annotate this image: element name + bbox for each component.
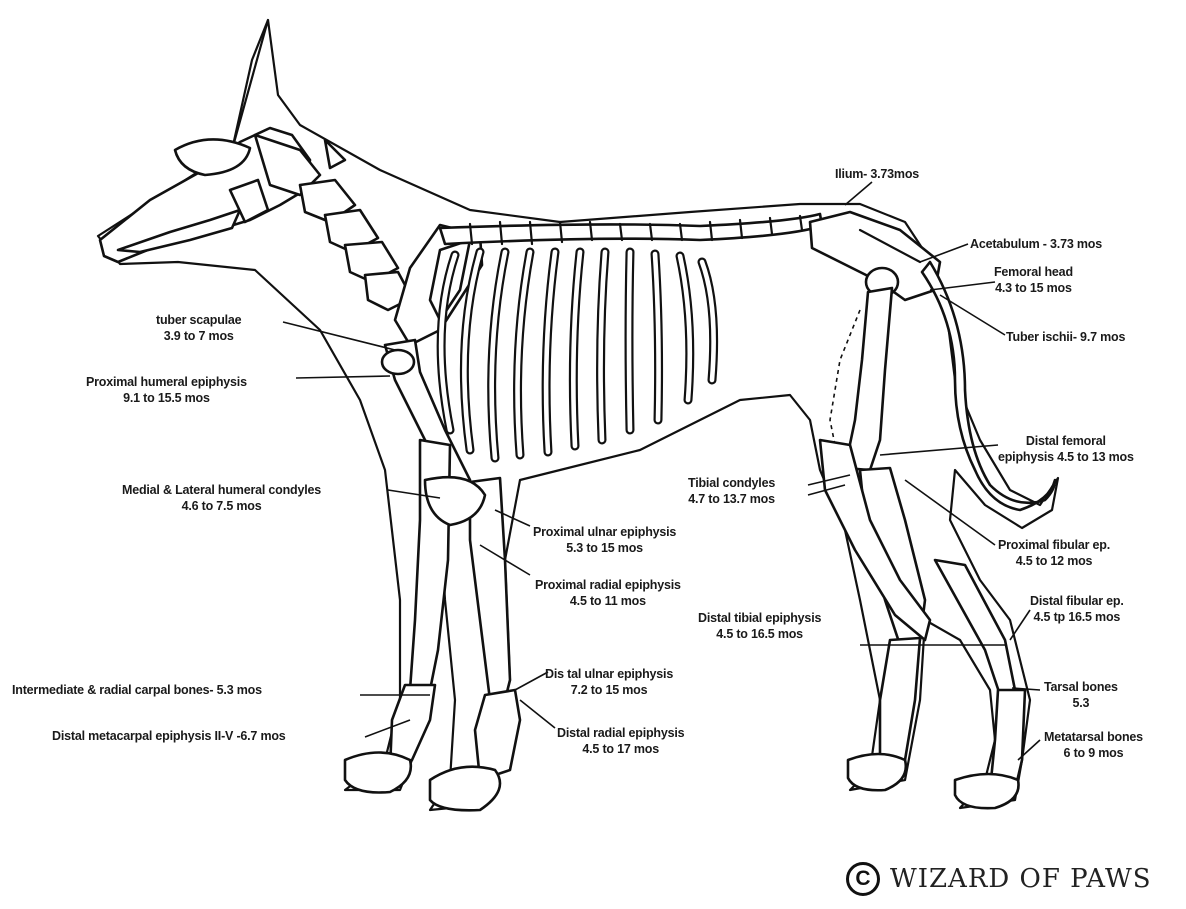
proximal-fibular-label: Proximal fibular ep. 4.5 to 12 mos: [998, 537, 1110, 569]
copyright-icon: C: [846, 862, 880, 896]
tarsal-bones-label: Tarsal bones 5.3: [1044, 679, 1118, 711]
acetabulum-label: Acetabulum - 3.73 mos: [970, 236, 1102, 252]
tail: [922, 262, 1055, 510]
distal-tibial-label: Distal tibial epiphysis 4.5 to 16.5 mos: [698, 610, 821, 642]
tibial-condyles-label: Tibial condyles 4.7 to 13.7 mos: [688, 475, 775, 507]
tuber-ischii-label: Tuber ischii- 9.7 mos: [1006, 329, 1125, 345]
distal-fibular-label: Distal fibular ep. 4.5 tp 16.5 mos: [1030, 593, 1124, 625]
spine: [440, 214, 822, 244]
proximal-radial-label: Proximal radial epiphysis 4.5 to 11 mos: [535, 577, 681, 609]
distal-radial-label: Distal radial epiphysis 4.5 to 17 mos: [557, 725, 684, 757]
femoral-head-label: Femoral head 4.3 to 15 mos: [994, 264, 1073, 296]
proximal-humeral-label: Proximal humeral epiphysis 9.1 to 15.5 m…: [86, 374, 247, 406]
ilium-label: Ilium- 3.73mos: [835, 166, 919, 182]
copyright-notice: C WIZARD OF PAWS: [846, 862, 1152, 896]
ribcage: [441, 252, 714, 458]
cervical-vertebrae: [255, 135, 412, 310]
distal-metacarpal-label: Distal metacarpal epiphysis II-V -6.7 mo…: [52, 728, 286, 744]
proximal-ulnar-label: Proximal ulnar epiphysis 5.3 to 15 mos: [533, 524, 676, 556]
distal-ulnar-label: Dis tal ulnar epiphysis 7.2 to 15 mos: [545, 666, 673, 698]
front-leg-far: [345, 440, 485, 793]
tuber-scapulae-label: tuber scapulae 3.9 to 7 mos: [156, 312, 241, 344]
metatarsal-bones-label: Metatarsal bones 6 to 9 mos: [1044, 729, 1143, 761]
copyright-text: WIZARD OF PAWS: [890, 864, 1152, 894]
humeral-condyles-label: Medial & Lateral humeral condyles 4.6 to…: [122, 482, 321, 514]
femur: [830, 268, 898, 470]
distal-femoral-label: Distal femoral epiphysis 4.5 to 13 mos: [998, 433, 1134, 465]
carpal-bones-label: Intermediate & radial carpal bones- 5.3 …: [12, 682, 262, 698]
